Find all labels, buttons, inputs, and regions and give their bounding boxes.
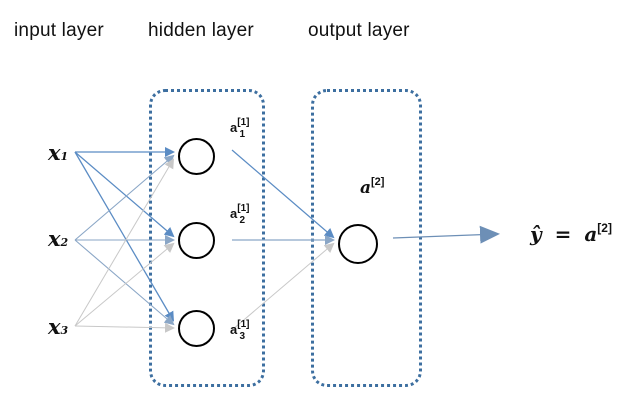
hidden-act-3-sub: 3	[239, 331, 246, 342]
hidden-act-1: a[1]1	[230, 117, 249, 140]
prediction-equation: ŷ = a[2]	[530, 221, 612, 246]
edge-x3-h1	[74, 158, 175, 327]
prediction-equals: =	[554, 222, 572, 246]
hidden-act-3-sup: [1]	[237, 319, 250, 330]
edge-out-yhat	[392, 225, 500, 244]
input-x2: x2	[48, 226, 68, 251]
edge-x1-h2	[74, 151, 175, 238]
hidden-act-2-name: a	[230, 206, 238, 221]
input-x1: x1	[48, 140, 68, 165]
hidden-act-2-sup: [1]	[237, 203, 250, 214]
hidden-layer-box	[149, 89, 265, 387]
input-x3: x3	[48, 314, 68, 339]
hidden-act-3-name: a	[230, 322, 238, 337]
input-layer-title: input layer	[14, 20, 104, 41]
hidden-act-1-sup: [1]	[237, 117, 250, 128]
edge-x3-h3	[74, 322, 175, 333]
input-x3-var: x	[48, 314, 61, 339]
edge-h1-out	[231, 149, 335, 239]
hidden-act-2-sub: 2	[239, 215, 246, 226]
hidden-node-1	[178, 138, 215, 175]
edge-x2-h3	[74, 239, 175, 326]
prediction-sup: [2]	[597, 221, 612, 235]
output-act-name: a	[360, 178, 372, 198]
input-x3-sub: 3	[60, 324, 69, 337]
output-layer-title: output layer	[308, 20, 410, 41]
hidden-act-3: a[1]3	[230, 319, 249, 342]
input-x2-sub: 2	[60, 236, 69, 249]
hidden-node-2	[178, 222, 215, 259]
prediction-yhat: ŷ	[530, 222, 542, 246]
input-x2-var: x	[48, 226, 61, 251]
output-act-label: a[2]	[360, 176, 385, 198]
hidden-act-1-sub: 1	[239, 129, 246, 140]
hidden-act-2: a[1]2	[230, 203, 249, 226]
edge-h3-out	[231, 242, 335, 331]
hidden-node-3	[178, 310, 215, 347]
edge-x3-h2	[74, 242, 175, 327]
output-act-sup: [2]	[371, 176, 385, 188]
output-layer-box	[311, 89, 422, 387]
input-x1-sub: 1	[60, 150, 69, 163]
input-x1-var: x	[48, 140, 61, 165]
prediction-a: a	[584, 222, 598, 246]
hidden-act-1-name: a	[230, 120, 238, 135]
edge-x2-h1	[74, 154, 175, 241]
edge-x1-h3	[74, 151, 175, 322]
hidden-layer-title: hidden layer	[148, 20, 254, 41]
output-node	[338, 224, 378, 264]
